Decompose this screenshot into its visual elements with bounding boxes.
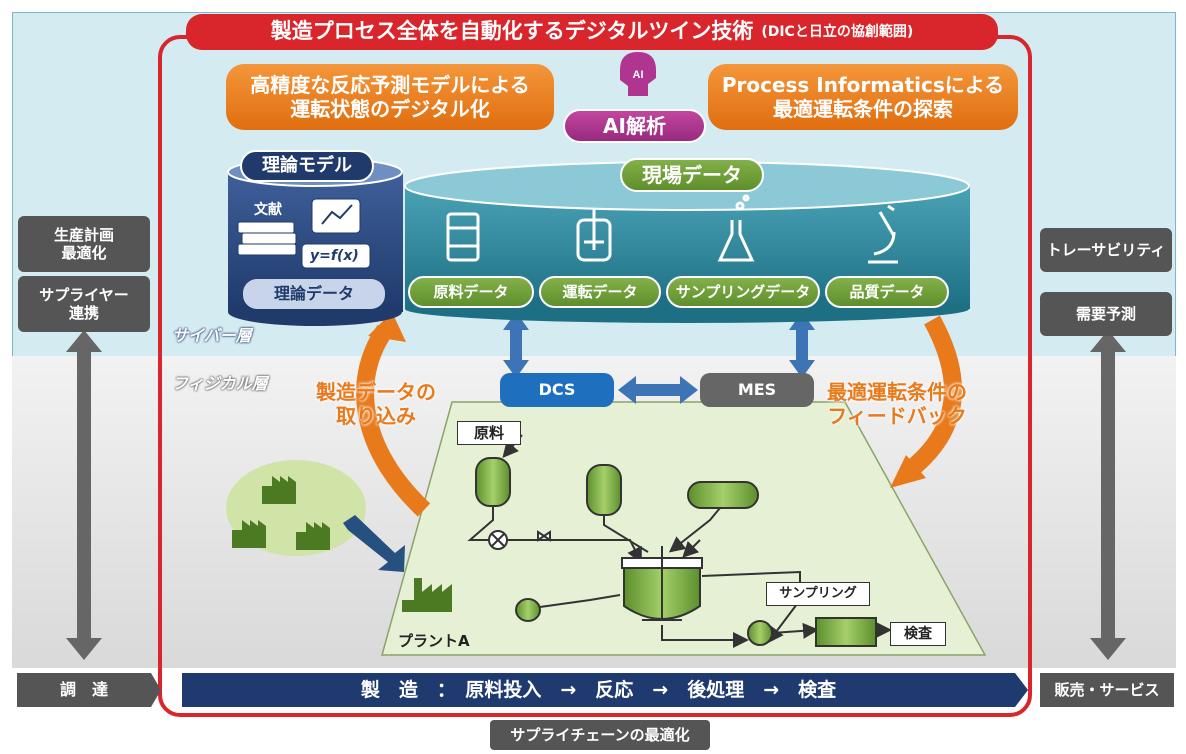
reactor-icon [576,208,612,262]
prediction-line1: 高精度な反応予測モデルによる [250,73,530,97]
ai-head-icon: AI [620,52,656,96]
right-vertical-arrow [1090,330,1126,660]
microscope-icon [868,204,898,264]
left-vertical-arrow [66,330,102,660]
feedback-line2: フィードバック [827,404,967,428]
field-data-header: 現場データ [620,158,764,192]
supplier-line2: 連携 [68,304,99,322]
literature-label: 文献 [254,202,282,218]
dcs-mes-arrow [618,376,698,404]
ai-analysis-badge: AI解析 [563,109,706,143]
field-data-cylinder [404,161,970,323]
production-plan-line2: 最適化 [61,244,107,262]
quality-data-pill: 品質データ [825,276,949,308]
books-icon [237,221,297,256]
procure-label: 調 達 [59,680,108,700]
feedback-arrowhead [890,455,926,488]
factory-link-arrow [343,515,405,572]
formula-box [301,243,371,269]
theory-data-pill: 理論データ [243,279,385,309]
flask-icon [717,194,755,262]
sales-label: 販売・サービス [1054,681,1160,699]
production-plan-line1: 生産計画 [53,226,114,244]
operation-data-pill: 運転データ [539,276,661,308]
sampling-label: サンプリング [766,582,870,606]
dcs-box: DCS [500,373,614,407]
feedback-line1: 最適運転条件の [827,380,967,404]
data-intake-arrow [356,324,431,517]
theory-model-header: 理論モデル [240,150,374,182]
procure-arrow-shape [17,673,161,707]
pi-line1: Process Informaticsによる [721,73,1005,97]
feedback-label: 最適運転条件の フィードバック [812,374,982,434]
title-text: 製造プロセス全体を自動化するデジタルツイン技術 [270,19,754,44]
graph-icon [311,198,361,234]
supplier-link-box: サプライヤー 連携 [18,276,150,332]
svg-text:AI: AI [633,69,644,81]
mes-box: MES [700,373,814,407]
pi-line2: 最適運転条件の探索 [773,97,953,121]
dcs-cyber-arrow [503,312,529,378]
cyber-layer-label: サイバー層 [172,326,252,345]
title-sub: (DICと日立の協創範囲) [761,23,914,40]
data-intake-line2: 取り込み [336,404,416,428]
data-intake-label: 製造データの 取り込み [296,374,456,434]
title-banner: 製造プロセス全体を自動化するデジタルツイン技術 (DICと日立の協創範囲) [186,14,998,50]
traceability-box: トレーサビリティ [1040,228,1172,272]
data-intake-arrowhead [368,312,406,342]
plant-equipment [467,434,892,648]
inspection-label: 検査 [890,622,946,646]
formula-label: y=f(x) [310,248,359,264]
process-informatics-box: Process Informaticsによる 最適運転条件の探索 [708,64,1018,130]
plant-a-label: プラントA [398,632,470,650]
demand-forecast-box: 需要予測 [1040,292,1172,336]
supply-chain-footer: サプライチェーンの最適化 [490,720,710,750]
drum-icon [446,212,480,262]
raw-material-label: 原料 [457,421,521,445]
factory-icon-group [232,476,452,612]
process-arrow-shape [182,673,1028,707]
raw-material-data-pill: 原料データ [408,276,534,308]
supplier-line1: サプライヤー [39,286,129,304]
feedback-arrow [904,315,962,478]
physical-layer-label: フィジカル層 [172,374,268,393]
mes-cyber-arrow [789,312,815,378]
manufacture-process-label: 製 造 ： 原料投入 → 反応 → 後処理 → 検査 [360,678,837,701]
sales-box-shape [1040,673,1174,707]
sampling-data-pill: サンプリングデータ [666,276,820,308]
data-intake-line1: 製造データの [316,380,436,404]
prediction-line2: 運転状態のデジタル化 [290,97,490,121]
production-plan-box: 生産計画 最適化 [18,216,150,272]
prediction-model-box: 高精度な反応予測モデルによる 運転状態のデジタル化 [226,64,554,130]
